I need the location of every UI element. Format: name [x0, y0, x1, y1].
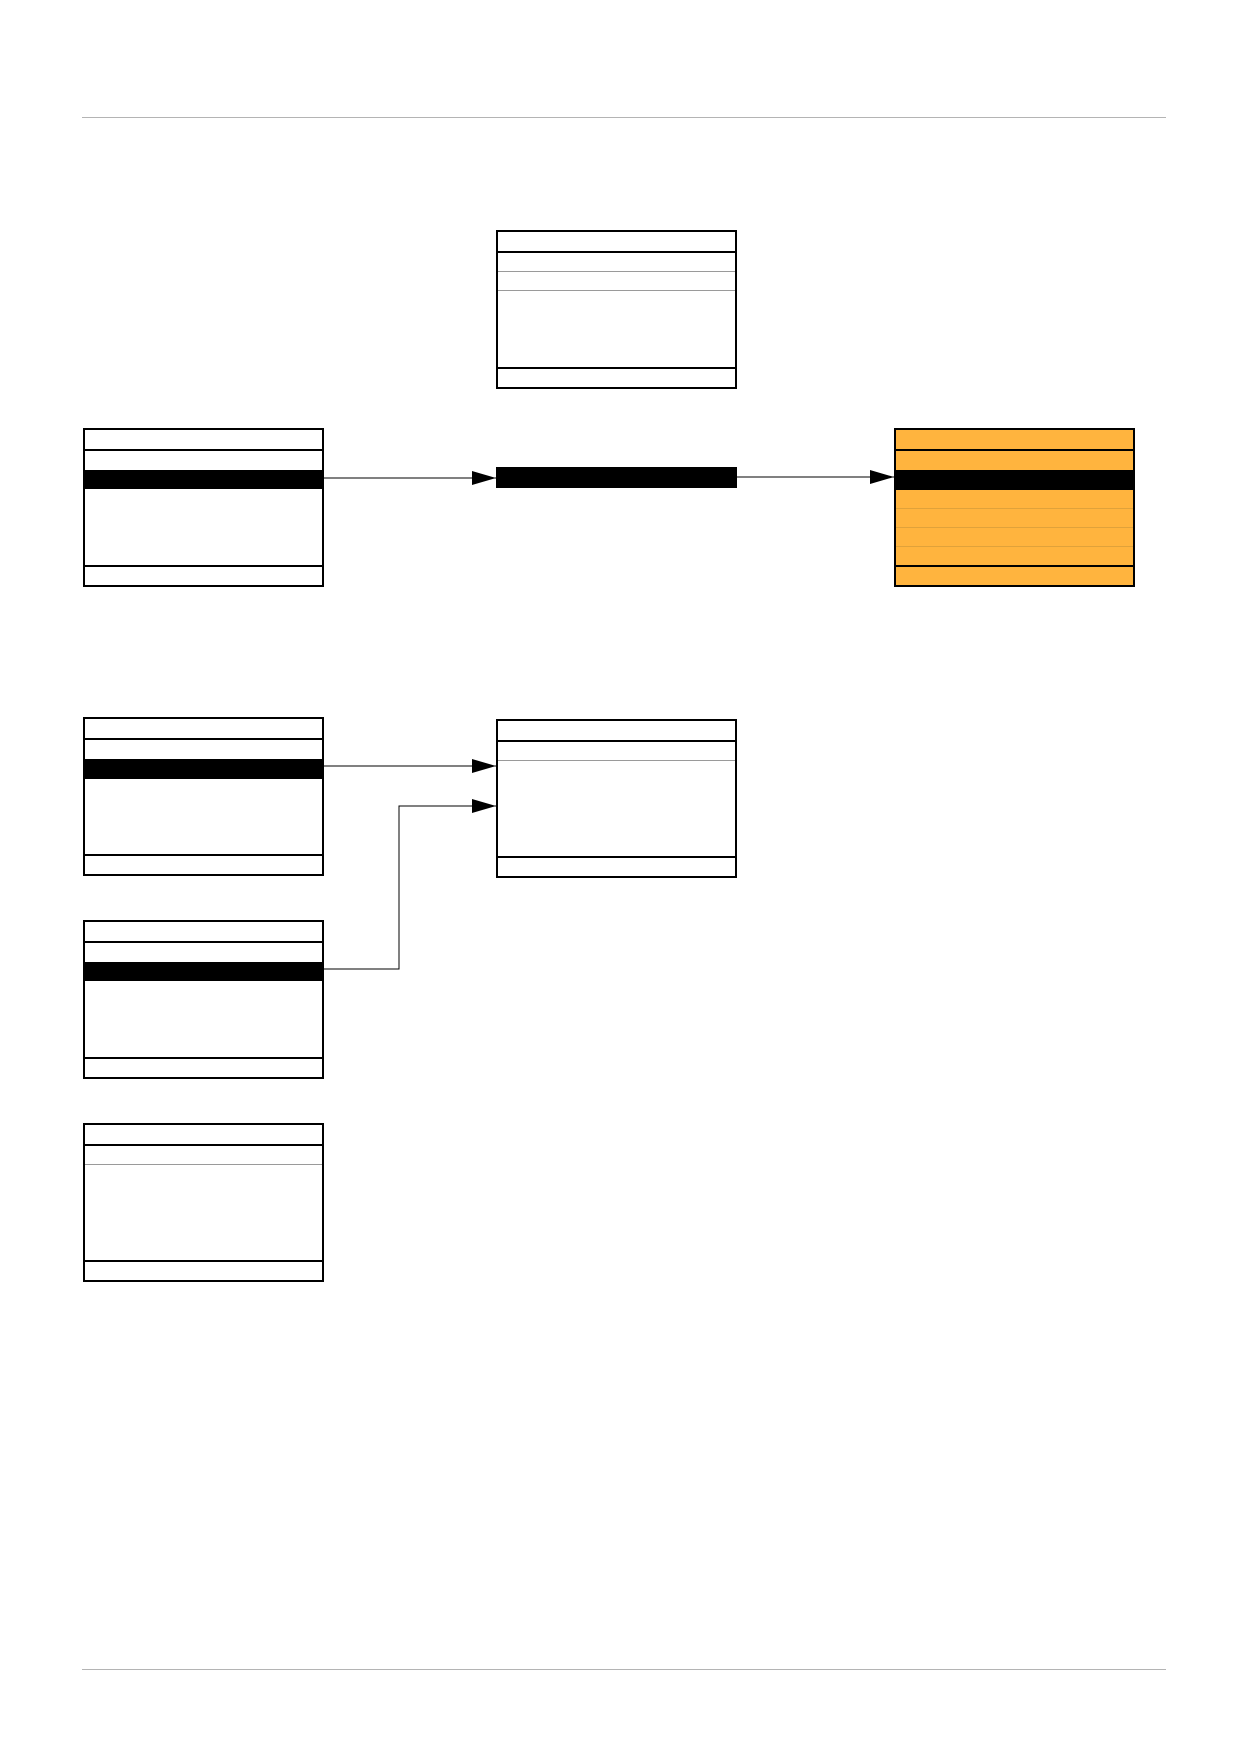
- screen-title-bar: [498, 232, 735, 253]
- screen-title-bar: [498, 721, 735, 742]
- screen-row: [896, 528, 1133, 547]
- screen-footer: [85, 565, 322, 585]
- screen-row: [498, 272, 735, 291]
- screen-title-bar: [85, 430, 322, 451]
- arrowhead-icon: [472, 799, 496, 813]
- screen-row: [498, 742, 735, 761]
- screen-lower-center: [496, 719, 737, 878]
- screen-lower-left-1: [83, 717, 324, 876]
- screen-row: [498, 253, 735, 272]
- connector-arrow: [324, 805, 496, 970]
- screen-row: [896, 509, 1133, 528]
- arrowhead-icon: [472, 759, 496, 773]
- screen-footer: [85, 854, 322, 874]
- screen-selected-row: [85, 759, 322, 779]
- screen-title-bar: [85, 922, 322, 943]
- screen-footer: [896, 565, 1133, 585]
- screen-footer: [498, 367, 735, 387]
- screen-title-bar: [85, 719, 322, 740]
- screen-row: [896, 490, 1133, 509]
- header-rule: [82, 117, 1166, 118]
- footer-rule: [82, 1669, 1166, 1670]
- screen-mid-right: [894, 428, 1135, 587]
- screen-footer: [85, 1057, 322, 1077]
- screen-selected-row: [85, 470, 322, 489]
- selected-item-bar: [496, 467, 737, 488]
- screen-row: [85, 1146, 322, 1165]
- screen-lower-left-3: [83, 1123, 324, 1282]
- screen-top-center: [496, 230, 737, 389]
- screen-selected-row: [896, 470, 1133, 490]
- screen-selected-row: [85, 962, 322, 981]
- arrowhead-icon: [472, 471, 496, 485]
- arrowhead-icon: [870, 470, 894, 484]
- screen-lower-left-2: [83, 920, 324, 1079]
- screen-footer: [85, 1260, 322, 1280]
- screen-mid-left: [83, 428, 324, 587]
- screen-footer: [498, 856, 735, 876]
- screen-title-bar: [85, 1125, 322, 1146]
- screen-title-bar: [896, 430, 1133, 451]
